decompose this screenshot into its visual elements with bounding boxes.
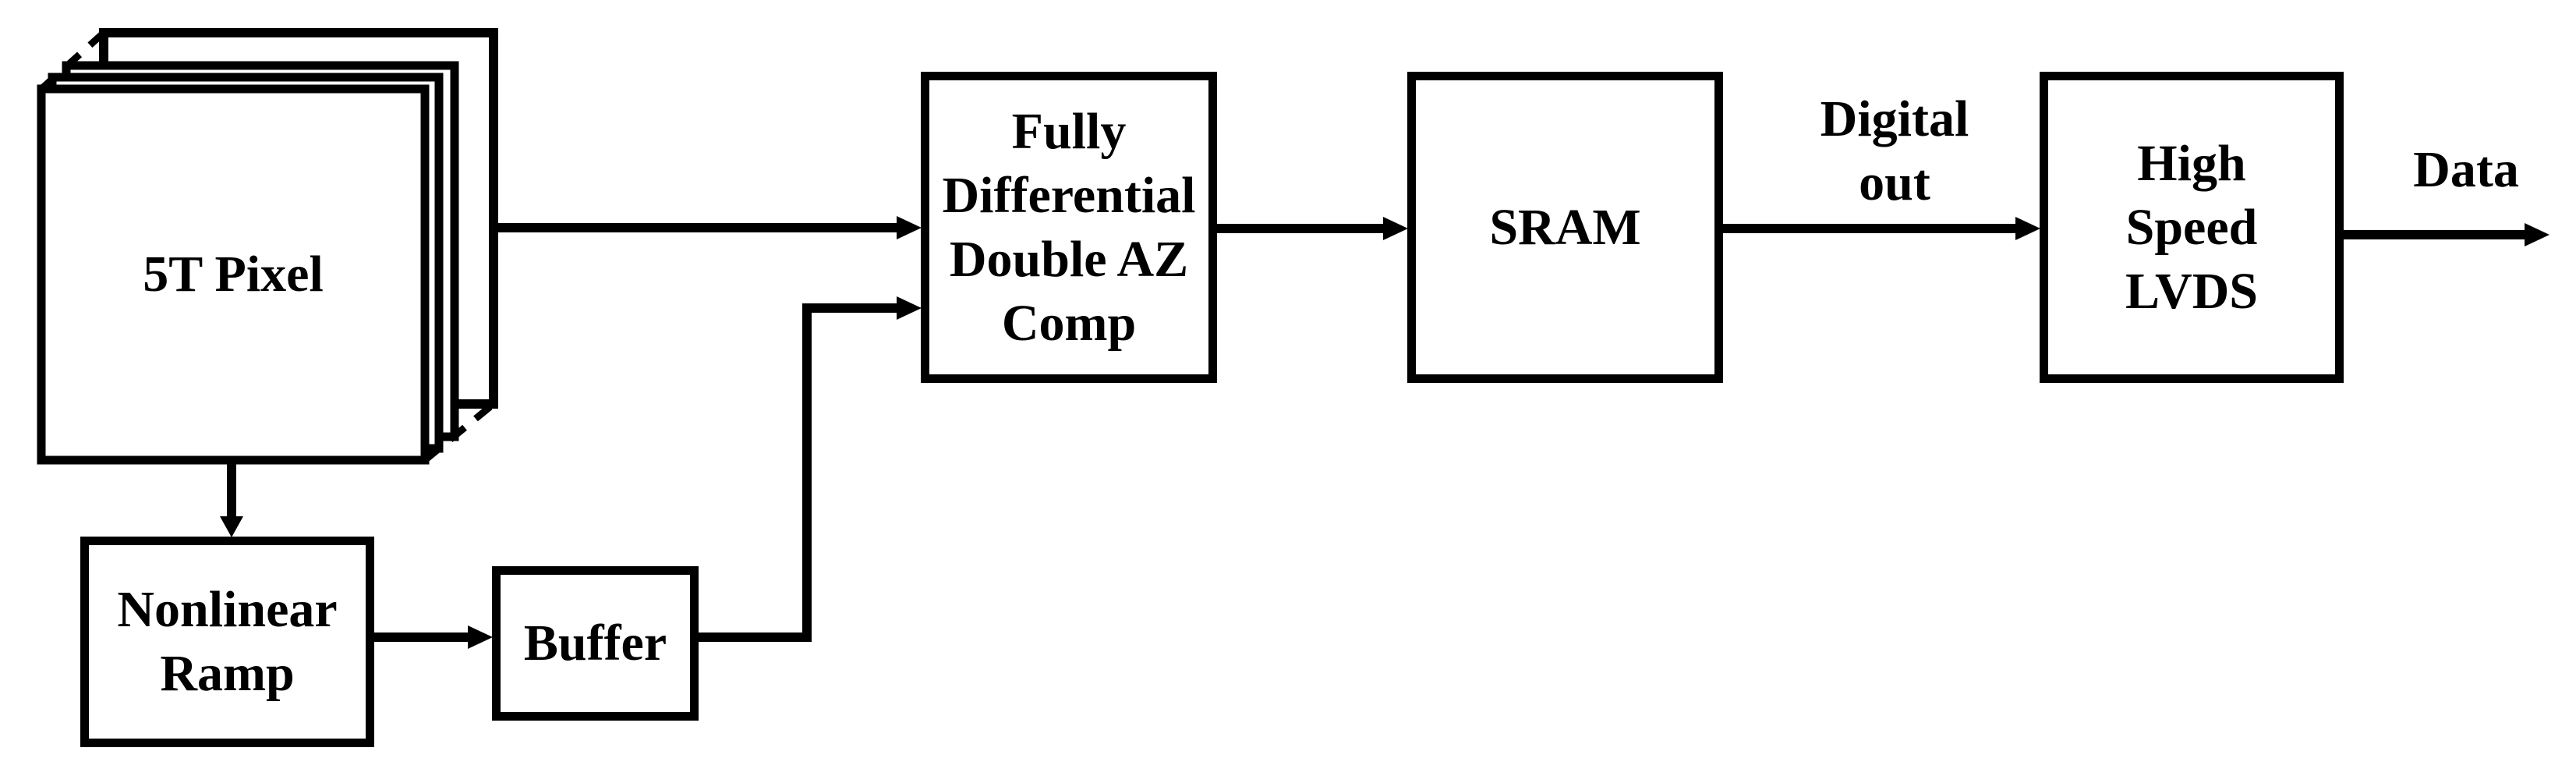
pixel-array-label: 5T Pixel: [143, 246, 324, 303]
arrowhead-icon: [1383, 217, 1408, 240]
data-out-annotation-text: Data: [2413, 141, 2519, 198]
nonlinear-ramp-label-line1: Nonlinear: [117, 581, 338, 638]
digital-out-annotation-line1: Digital: [1820, 90, 1969, 147]
arrow-sram-to-lvds: [1723, 217, 2040, 240]
arrowhead-icon: [220, 516, 243, 537]
arrow-buffer-to-comp: [699, 296, 922, 642]
comparator-label-line3: Double AZ: [949, 230, 1189, 288]
nonlinear-ramp-label-line2: Ramp: [160, 645, 295, 702]
comparator-block: Fully Differential Double AZ Comp: [921, 72, 1217, 383]
sram-label: SRAM: [1489, 198, 1641, 256]
arrowhead-icon: [2525, 223, 2549, 246]
digital-out-annotation-line2: out: [1859, 154, 1930, 211]
buffer-label: Buffer: [523, 615, 667, 671]
lvds-block: High Speed LVDS: [2040, 72, 2344, 383]
arrow-pixel-to-comp: [494, 216, 922, 239]
arrowhead-icon: [897, 296, 922, 320]
arrow-comp-to-sram: [1217, 217, 1408, 240]
arrowhead-icon: [897, 216, 922, 239]
lvds-label-line1: High: [2137, 134, 2246, 192]
pixel-stack-sheet-front: [37, 84, 430, 465]
arrow-lvds-to-data-out: [2344, 223, 2549, 246]
buffer-block: Buffer: [492, 566, 699, 721]
digital-out-annotation: Digital out: [1754, 87, 2035, 215]
sram-block: SRAM: [1407, 72, 1723, 383]
data-out-annotation: Data: [2388, 137, 2544, 203]
arrow-pixel-to-ramp: [220, 460, 243, 537]
arrowhead-icon: [2015, 217, 2040, 240]
comparator-label-line4: Comp: [1001, 294, 1137, 352]
arrowhead-icon: [468, 625, 493, 649]
comparator-label-line2: Differential: [942, 166, 1196, 224]
nonlinear-ramp-block: Nonlinear Ramp: [80, 537, 374, 747]
comparator-label-line1: Fully: [1011, 102, 1127, 160]
lvds-label-line2: Speed: [2125, 198, 2258, 256]
lvds-label-line3: LVDS: [2125, 262, 2258, 320]
arrow-ramp-to-buffer: [374, 625, 493, 649]
pixel-array-block: 5T Pixel: [41, 89, 425, 460]
